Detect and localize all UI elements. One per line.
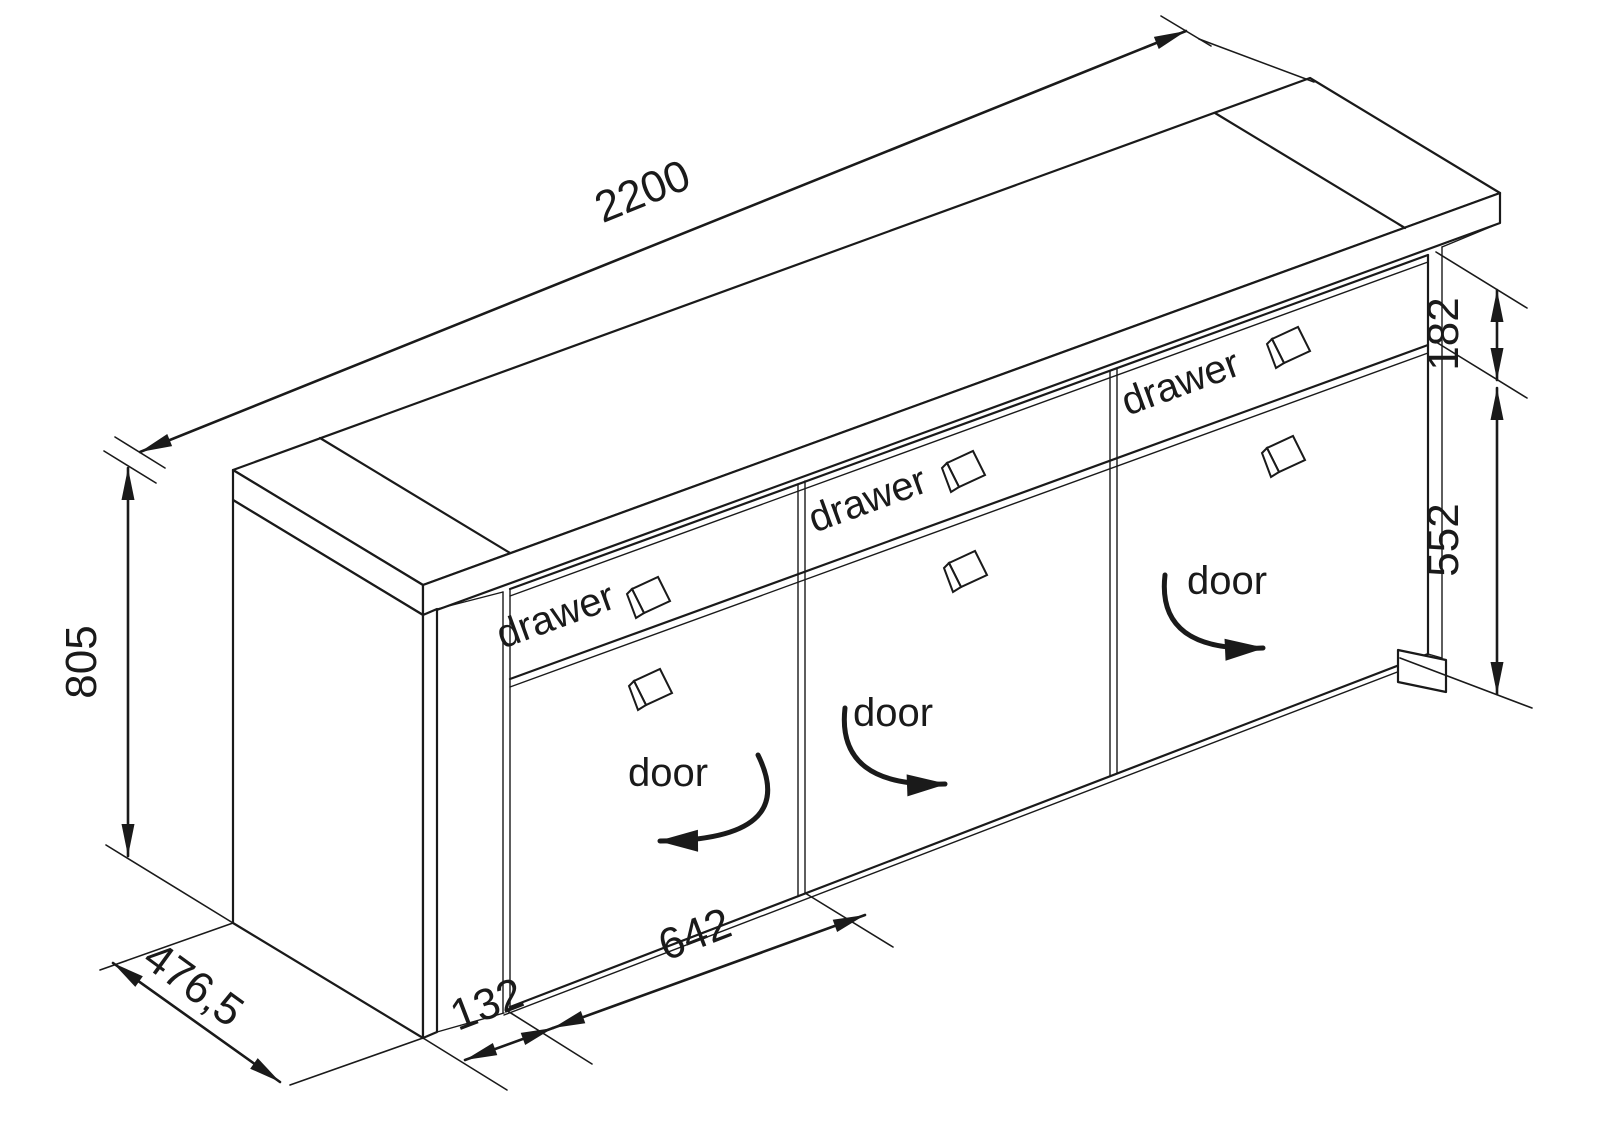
right-gable-top-link	[1441, 222, 1501, 248]
door-2-swing-arrow	[841, 705, 948, 797]
dim-height-value: 805	[57, 625, 106, 698]
dim-depth-ext-front	[289, 1037, 424, 1086]
dim-height-ext-bottom	[105, 844, 234, 924]
top-joint-right	[1213, 111, 1407, 230]
cabinet: drawer drawer drawer door door door	[231, 76, 1502, 1040]
door-bottom-edge	[508, 652, 1430, 1009]
dim-door-width: 642	[551, 892, 894, 1030]
dim-door-value: 552	[1419, 503, 1468, 576]
door-3-label: door	[1187, 559, 1267, 603]
drawer-band-bottom	[508, 343, 1430, 681]
dim-width-line	[138, 29, 1188, 454]
door-2-handle-icon	[943, 550, 988, 593]
door-1-label: door	[628, 751, 708, 795]
dim-door-ext-bottom	[1399, 657, 1533, 709]
dim-door-height: 552	[1399, 386, 1533, 709]
dim-total-height: 805	[57, 450, 234, 924]
dim-door-width-line	[551, 913, 867, 1030]
dim-width-ext-corner	[1198, 38, 1315, 83]
base-bottom-edge	[503, 660, 1427, 1016]
drawer-2-handle-icon	[941, 450, 986, 493]
right-foot	[1396, 648, 1448, 694]
right-end	[1396, 222, 1501, 694]
door-1-handle-icon	[628, 668, 673, 711]
dim-side-ext-left	[422, 1037, 508, 1091]
door-1-swing-arrow	[657, 752, 771, 852]
dim-side-line	[463, 1026, 555, 1062]
drawer-3-handle-icon	[1266, 326, 1311, 369]
top-joint-left	[318, 436, 512, 555]
dim-side-value: 132	[444, 968, 530, 1040]
dim-door-width-value: 642	[652, 898, 738, 970]
dim-drawer-ext-top	[1435, 251, 1528, 309]
left-return-top	[436, 591, 504, 610]
dim-drawer-height: 182	[1419, 251, 1528, 399]
left-side-front-edge	[421, 607, 439, 1040]
dim-drawer-ext-bottom	[1435, 341, 1528, 399]
door-3-handle-icon	[1261, 435, 1306, 478]
drawer-1-handle-icon	[626, 576, 671, 619]
dim-depth-line	[111, 961, 282, 1084]
right-gable-bottom-link	[1427, 653, 1443, 659]
door-2-label: door	[853, 691, 933, 735]
dim-drawer-value: 182	[1419, 297, 1468, 370]
door-3-swing-arrow	[1161, 572, 1266, 661]
dim-width-value: 2200	[588, 151, 697, 233]
dim-depth-ext-back	[99, 922, 234, 971]
dim-height-ext-top	[103, 450, 157, 484]
drawer-band-bottom-inner	[509, 352, 1429, 688]
left-return-bottom	[436, 1012, 505, 1033]
